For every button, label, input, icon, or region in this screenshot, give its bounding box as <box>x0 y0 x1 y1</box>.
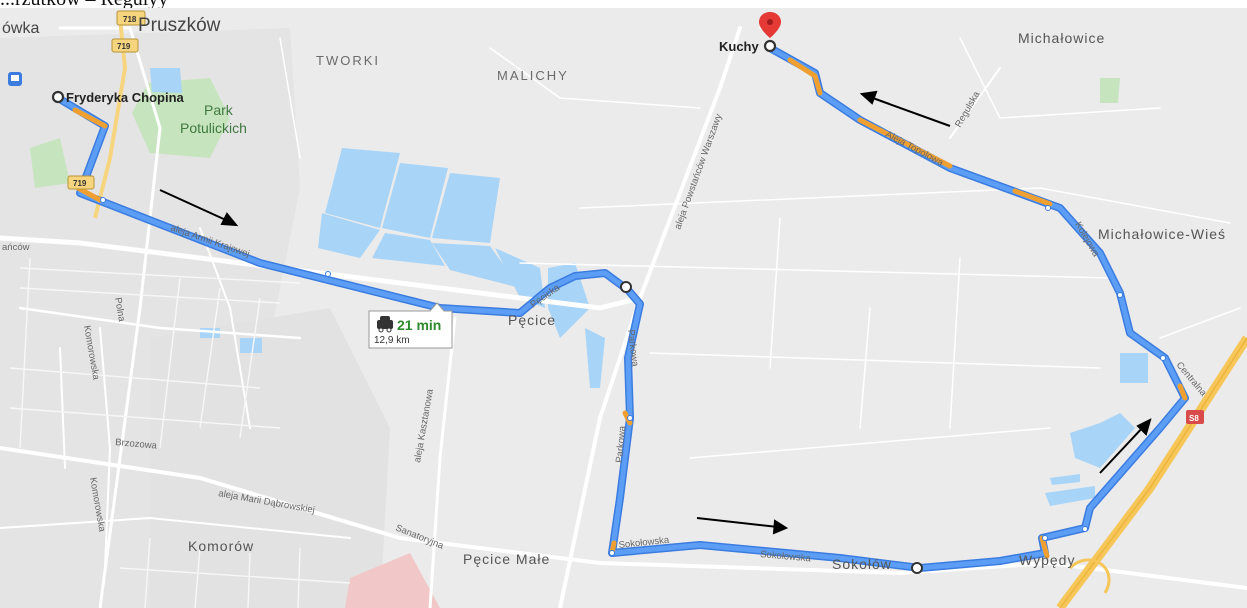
svg-text:719: 719 <box>73 179 87 188</box>
route-distance: 12,9 km <box>374 335 410 346</box>
road-shield-719-top: 719 <box>111 38 139 53</box>
road-shield-s8: S8 <box>1186 410 1204 424</box>
place-pecice: Pęcice <box>508 312 556 328</box>
map-canvas[interactable]: Fryderyka Chopina Kuchy 21 min 12,9 km <box>0 8 1247 608</box>
water-ponds <box>150 68 1148 506</box>
destination-pin-icon[interactable] <box>759 12 781 53</box>
park-label: Park <box>204 102 234 118</box>
hospital-area <box>345 553 440 608</box>
road-shield-718: 718 <box>116 10 146 26</box>
street-parkowa-2: Parkowa <box>614 425 628 463</box>
street-sokolowska-2: Sokołowska <box>760 549 812 564</box>
place-ancow: ańców <box>2 242 30 253</box>
place-tworki: TWORKI <box>316 53 380 68</box>
road-shield-719: 719 <box>67 175 95 190</box>
place-wypedy: Wypędy <box>1019 552 1075 568</box>
street-brzozowa: Brzozowa <box>115 437 158 452</box>
car-icon <box>377 316 393 333</box>
route-info-bubble[interactable]: 21 min 12,9 km <box>368 302 453 349</box>
place-pruszkow: Pruszków <box>138 15 221 36</box>
origin-marker-icon[interactable] <box>51 90 65 104</box>
place-sokolow: Sokołów <box>832 556 892 572</box>
place-owka: ówka <box>2 20 39 37</box>
svg-text:719: 719 <box>117 42 131 51</box>
route-via-point[interactable] <box>911 562 923 574</box>
place-pecice-male: Pęcice Małe <box>463 551 550 567</box>
park-small-area <box>30 138 70 188</box>
road-network <box>0 17 1247 608</box>
route-via-point[interactable] <box>620 281 632 293</box>
transit-icon[interactable] <box>8 72 22 86</box>
urban-area-komorow <box>150 308 390 608</box>
direction-arrows <box>159 90 1152 535</box>
origin-label: Fryderyka Chopina <box>66 90 185 105</box>
svg-text:718: 718 <box>123 15 137 24</box>
svg-text:S8: S8 <box>1189 414 1199 423</box>
place-malichy: MALICHY <box>497 68 569 83</box>
window-title-cutoff: ...rzutkow – Regulyy <box>0 0 340 8</box>
street-polna: Polna <box>112 297 127 324</box>
route-duration: 21 min <box>397 317 441 333</box>
street-sokolowska-1: Sokołowska <box>618 535 670 551</box>
park-name-label: Potulickich <box>180 120 247 136</box>
s8-highway <box>1056 335 1247 608</box>
destination-label: Kuchy <box>719 39 760 54</box>
place-michalowice: Michałowice <box>1018 30 1105 46</box>
street-grid <box>9 257 351 608</box>
place-komorow: Komorów <box>188 538 254 554</box>
route-waypoints <box>100 197 1166 556</box>
park-potulickich-area <box>132 78 230 158</box>
place-michalowice-wies: Michałowice-Wieś <box>1098 226 1226 242</box>
green-area <box>1100 78 1120 103</box>
street-parkowa: Parkowa <box>625 329 641 368</box>
